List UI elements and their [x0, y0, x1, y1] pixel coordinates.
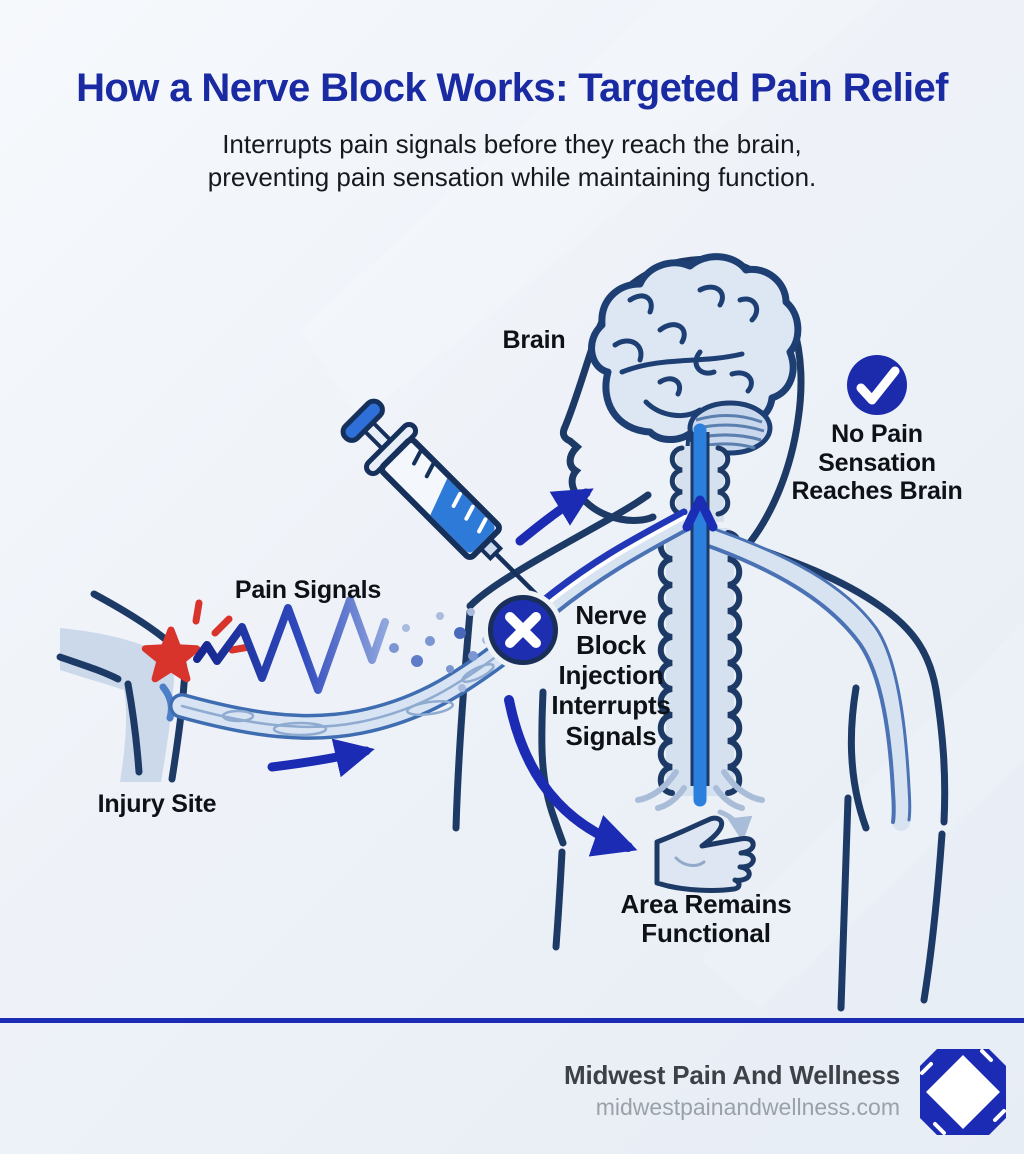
- signal-dots: [389, 608, 490, 692]
- injury-site-label: Injury Site: [97, 790, 217, 818]
- pain-zigzag: [193, 596, 490, 694]
- flow-arrows: [267, 488, 638, 857]
- arrow-hand-motion: [717, 809, 753, 842]
- hand-illustration: [654, 815, 756, 893]
- pain-signals-label: Pain Signals: [234, 576, 382, 604]
- injury-star-icon: [141, 626, 201, 683]
- arrow-to-hand: [504, 695, 638, 857]
- syringe-icon: [340, 398, 558, 616]
- area-functional-label: Area Remains Functional: [620, 889, 792, 948]
- nerve-band-to-spine: [539, 508, 695, 618]
- subtitle-line-2: preventing pain sensation while maintain…: [207, 161, 817, 192]
- check-icon: [847, 355, 907, 415]
- left-arm-injury: [56, 590, 253, 783]
- subtitle-line-1: Interrupts pain signals before they reac…: [222, 129, 802, 159]
- arrow-along-nerve: [267, 738, 375, 778]
- footer-brand: Midwest Pain And Wellness: [564, 1060, 900, 1090]
- nerve-block-label: Nerve Block Injection Interrupts Signals: [551, 600, 671, 751]
- nerve-roots: [635, 769, 765, 811]
- no-pain-label: No Pain Sensation Reaches Brain: [791, 420, 963, 505]
- page-title: How a Nerve Block Works: Targeted Pain R…: [76, 66, 948, 110]
- brain-illustration: [588, 253, 802, 474]
- signal-up-arrowhead: [682, 495, 718, 532]
- footer-website: midwestpainandwellness.com: [595, 1094, 900, 1120]
- nerve-band-right-arm: [701, 528, 912, 831]
- nerve-tube: [169, 637, 518, 740]
- x-block-icon: [483, 590, 563, 670]
- arrow-to-brain: [515, 488, 594, 546]
- footer-text-block: Midwest Pain And Wellness midwestpainand…: [564, 1060, 900, 1121]
- footer-divider: [0, 1018, 1024, 1023]
- brain-label: Brain: [502, 326, 566, 354]
- page-subtitle: Interrupts pain signals before they reac…: [208, 128, 817, 194]
- spinal-cord: [682, 423, 718, 807]
- brand-logo-icon: [920, 1049, 1006, 1135]
